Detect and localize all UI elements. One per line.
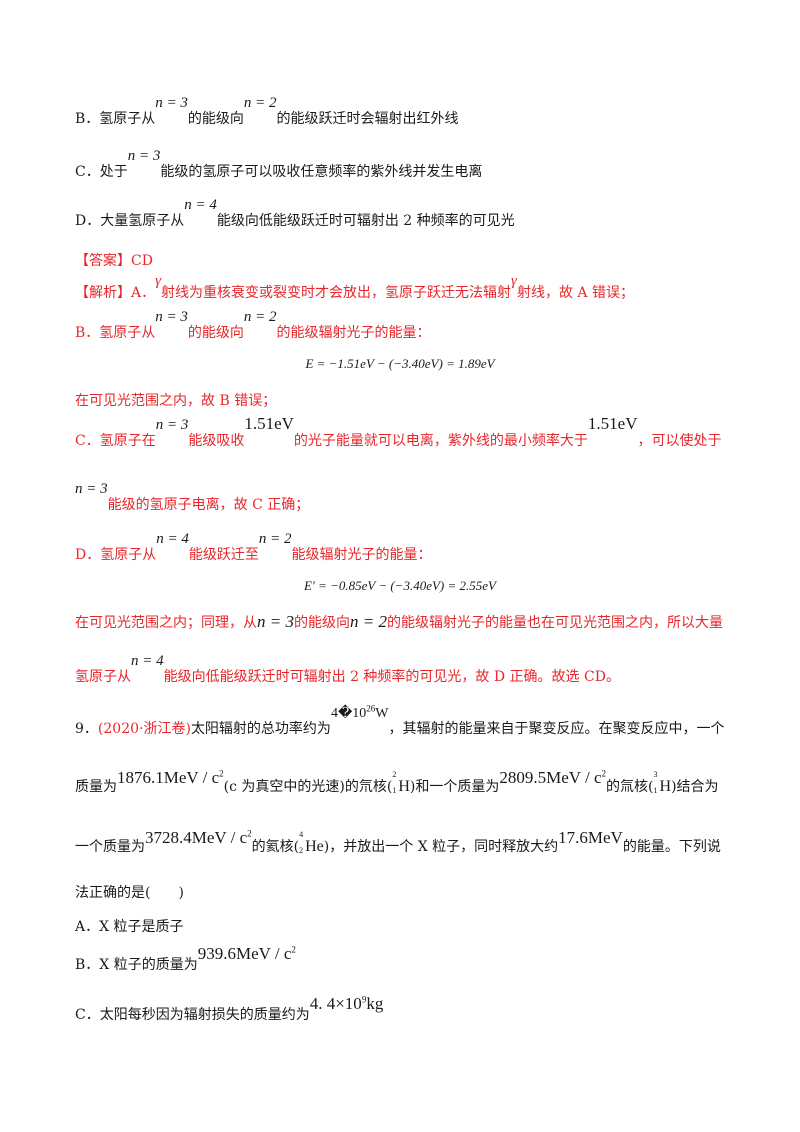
question-9-option-a: A．X 粒子是质子 bbox=[75, 919, 184, 935]
equation-d: E′ = −0.85eV − (−3.40eV) = 2.55eV bbox=[304, 578, 496, 593]
math-n: n = 3 bbox=[127, 148, 161, 164]
question-9-option-c: C．太阳每秒因为辐射损失的质量约为4. 4×109kg bbox=[75, 994, 384, 1023]
analysis-d-final: 氢原子从n = 4能级向低能级跃迁时可辐射出 2 种频率的可见光，故 D 正确。… bbox=[75, 653, 620, 685]
equation-b: E = −1.51eV − (−3.40eV) = 1.89eV bbox=[305, 356, 495, 371]
gamma-symbol: γ bbox=[155, 273, 162, 289]
analysis-a: 【解析】A．γ射线为重核衰变或裂变时才会放出，氢原子跃迁无法辐射γ射线，故 A … bbox=[75, 273, 634, 301]
answer: 【答案】CD bbox=[75, 253, 153, 269]
math-n: n = 2 bbox=[243, 95, 277, 111]
analysis-b-conclusion: 在可见光范围之内，故 B 错误； bbox=[75, 393, 277, 409]
math-n: n = 3 bbox=[155, 95, 188, 111]
option-c: C．处于n = 3能级的氢原子可以吸收任意频率的紫外线并发生电离 bbox=[75, 148, 483, 180]
question-source: (2020·浙江卷) bbox=[97, 721, 191, 737]
analysis-b: B．氢原子从n = 3的能级向n = 2的能级辐射光子的能量： bbox=[75, 309, 431, 341]
analysis-c-conclusion: n = 3能级的氢原子电离，故 C 正确； bbox=[75, 481, 310, 513]
question-9-line1: 9．(2020·浙江卷)太阳辐射的总功率约为4�1026W，其辐射的能量来自于聚… bbox=[75, 703, 725, 737]
option-d: D．大量氢原子从n = 4能级向低能级跃迁时可辐射出 2 种频率的可见光 bbox=[75, 197, 515, 229]
option-b: B．氢原子从n = 3的能级向n = 2的能级跃迁时会辐射出红外线 bbox=[75, 95, 459, 127]
analysis-d-conclusion: 在可见光范围之内；同理，从n = 3的能级向n = 2的能级辐射光子的能量也在可… bbox=[75, 612, 723, 631]
question-9-line4: 法正确的是( ) bbox=[75, 885, 184, 901]
analysis-c: C．氢原子在n = 3能级吸收1.51eV的光子能量就可以电离，紫外线的最小频率… bbox=[75, 414, 722, 449]
analysis-d: D．氢原子从n = 4能级跃迁至n = 2能级辐射光子的能量： bbox=[75, 531, 432, 563]
gamma-symbol: γ bbox=[511, 273, 517, 289]
math-n: n = 4 bbox=[184, 197, 217, 213]
question-9-option-b: B．X 粒子的质量为939.6MeV / c2 bbox=[75, 944, 296, 973]
